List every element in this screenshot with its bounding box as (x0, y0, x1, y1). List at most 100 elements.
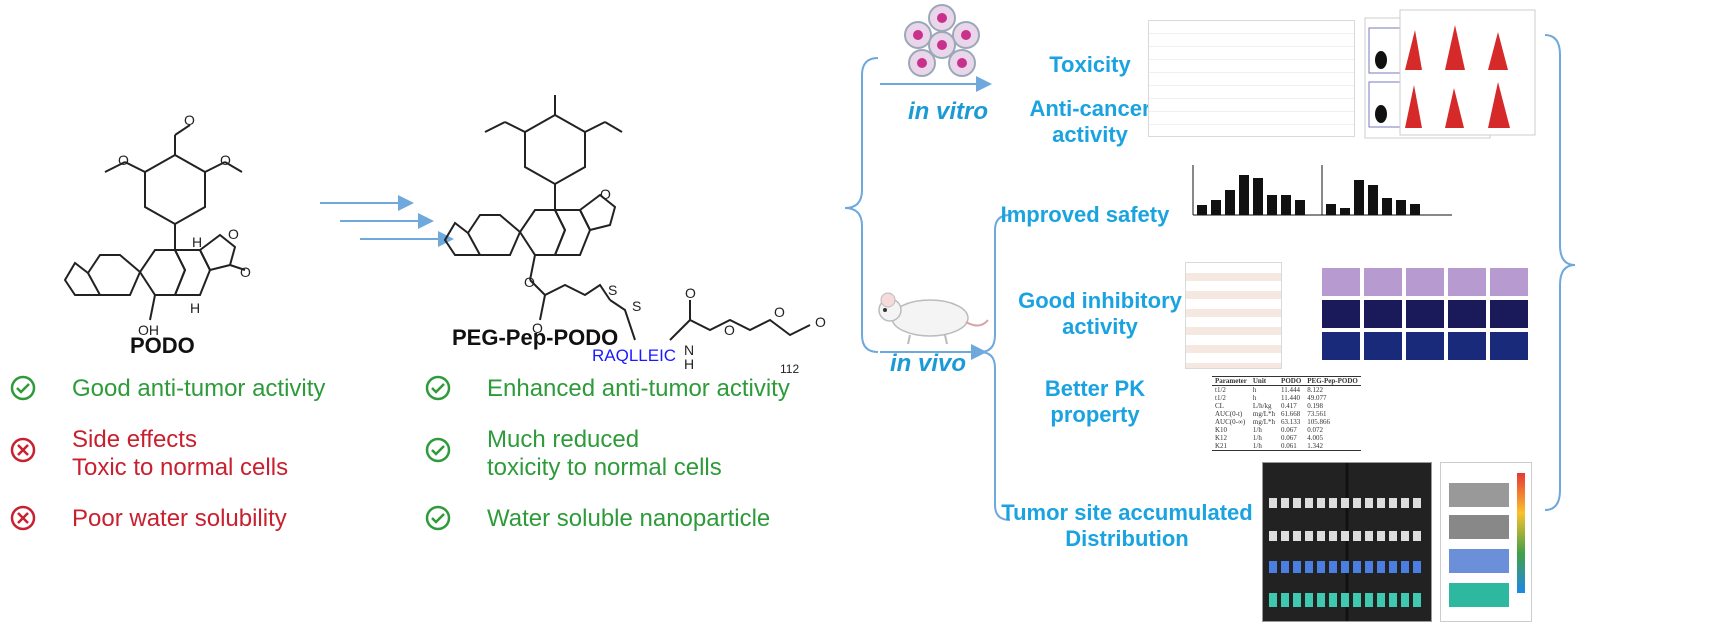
in-vitro-label: in vitro (908, 98, 989, 125)
histology-thumbnail (1290, 258, 1555, 368)
podo-label: PODO (130, 333, 195, 358)
pk-cell: t1/2 (1215, 386, 1226, 394)
svg-text:O: O (228, 226, 239, 242)
table-row: AUC(0-t) mg/L*h 61.668 73.561 (1212, 410, 1361, 418)
pk-cell: 73.561 (1307, 410, 1327, 418)
pk-cell: 61.668 (1281, 410, 1301, 418)
pk-cell: 11.440 (1281, 394, 1301, 402)
pk-header: Parameter (1215, 377, 1247, 385)
pk-cell: 49.077 (1307, 394, 1327, 402)
table-row: t1/2 h 11.444 8.122 (1212, 386, 1361, 394)
pk-cell: mg/L*h (1252, 410, 1276, 418)
svg-text:S: S (608, 282, 617, 298)
svg-text:O: O (118, 152, 129, 168)
outcome-toxicity: Toxicity (1049, 52, 1131, 77)
conjugate-prop-1: Enhanced anti-tumor activity (487, 375, 790, 402)
histogram-thumbnail (1399, 9, 1536, 136)
svg-text:O: O (774, 304, 785, 320)
svg-text:O: O (220, 152, 231, 168)
pk-cell: 1/h (1252, 426, 1262, 434)
peptide-text: RAQLLEIC (592, 346, 677, 365)
svg-text:OH: OH (138, 322, 159, 338)
conjugate-structure: O S S O O O N H O O O (443, 95, 826, 372)
pk-cell: t1/2 (1215, 394, 1226, 402)
svg-text:O: O (600, 186, 611, 202)
outcome-pk: Better PK property (1044, 376, 1146, 428)
table-row: K21 1/h 0.061 1.342 (1212, 442, 1361, 451)
pk-cell: 4.005 (1307, 434, 1324, 442)
podo-prop-3: Poor water solubility (72, 505, 287, 532)
cytotoxicity-table-thumbnail (1148, 20, 1355, 137)
outcome-tumor: Tumor site accumulated Distribution (1001, 500, 1253, 552)
svg-text:O: O (685, 285, 696, 301)
svg-text:S: S (632, 298, 641, 314)
pk-cell: mg/L*h (1252, 418, 1276, 426)
outcome-inhibitory: Good inhibitory activity (1018, 288, 1182, 340)
table-row: CL L/h/kg 0.417 0.198 (1212, 402, 1361, 410)
cross-icon (10, 437, 36, 463)
safety-bar-chart-2 (1321, 165, 1452, 216)
svg-text:N: N (684, 342, 694, 358)
pk-cell: h (1252, 386, 1257, 394)
pk-cell: L/h/kg (1252, 402, 1272, 410)
pk-cell: K21 (1215, 442, 1228, 450)
svg-text:H: H (192, 234, 202, 250)
pk-cell: 0.067 (1281, 426, 1297, 434)
pk-cell: AUC(0-t) (1215, 410, 1243, 418)
safety-bar-chart-1 (1192, 165, 1323, 216)
conjugate-label: PEG-Pep-PODO (452, 325, 619, 350)
check-icon (425, 505, 451, 531)
svg-text:O: O (184, 112, 195, 128)
table-row: K10 1/h 0.067 0.072 (1212, 426, 1361, 434)
outcome-safety: Improved safety (1000, 202, 1170, 227)
tumor-photo-thumbnail (1185, 262, 1282, 369)
in-vivo-label: in vivo (890, 350, 967, 377)
pk-cell: 11.444 (1281, 386, 1301, 394)
podo-prop-2: Side effects Toxic to normal cells (72, 426, 289, 481)
cross-icon (10, 505, 36, 531)
svg-text:O: O (724, 322, 735, 338)
cell-cluster-icon (904, 4, 980, 77)
pk-cell: 0.067 (1281, 434, 1297, 442)
pk-header: Unit (1252, 377, 1267, 385)
mouse-icon (878, 292, 989, 345)
pk-cell: h (1252, 394, 1257, 402)
pk-cell: 105.866 (1307, 418, 1331, 426)
pk-cell: AUC(0-∞) (1215, 418, 1246, 426)
pk-cell: CL (1215, 402, 1224, 410)
svg-text:O: O (532, 320, 543, 336)
svg-text:O: O (815, 314, 826, 330)
pk-cell: 0.072 (1307, 426, 1324, 434)
svg-text:O: O (240, 264, 251, 280)
conjugate-prop-2: Much reduced toxicity to normal cells (487, 426, 722, 481)
pk-cell: K12 (1215, 434, 1228, 442)
check-icon (10, 375, 36, 401)
pk-cell: K10 (1215, 426, 1228, 434)
podo-structure: O O OH H H O O O (63, 112, 251, 338)
pk-cell: 0.417 (1281, 402, 1297, 410)
svg-text:H: H (684, 356, 694, 372)
pk-cell: 8.122 (1307, 386, 1324, 394)
podo-prop-1: Good anti-tumor activity (72, 375, 326, 402)
table-row: t1/2 h 11.440 49.077 (1212, 394, 1361, 402)
organ-imaging-thumbnail (1440, 462, 1532, 622)
svg-text:H: H (190, 300, 200, 316)
in-vivo-imaging-thumbnail (1262, 462, 1432, 622)
pk-cell: 1/h (1252, 442, 1262, 450)
outcome-anticancer: Anti-cancer activity (1029, 96, 1151, 148)
pk-cell: 1.342 (1307, 442, 1324, 450)
check-icon (425, 375, 451, 401)
pk-cell: 1/h (1252, 434, 1262, 442)
pk-cell: 63.133 (1281, 418, 1301, 426)
table-row: AUC(0-∞) mg/L*h 63.133 105.866 (1212, 418, 1361, 426)
pk-header: PEG-Pep-PODO (1307, 377, 1358, 385)
svg-text:O: O (524, 274, 535, 290)
pk-cell: 0.198 (1307, 402, 1324, 410)
pk-cell: 0.061 (1281, 442, 1297, 450)
peg-repeat-number: 112 (780, 362, 800, 376)
synthesis-arrows (320, 195, 454, 247)
check-icon (425, 437, 451, 463)
table-row: K12 1/h 0.067 4.005 (1212, 434, 1361, 442)
conjugate-prop-3: Water soluble nanoparticle (487, 505, 771, 532)
